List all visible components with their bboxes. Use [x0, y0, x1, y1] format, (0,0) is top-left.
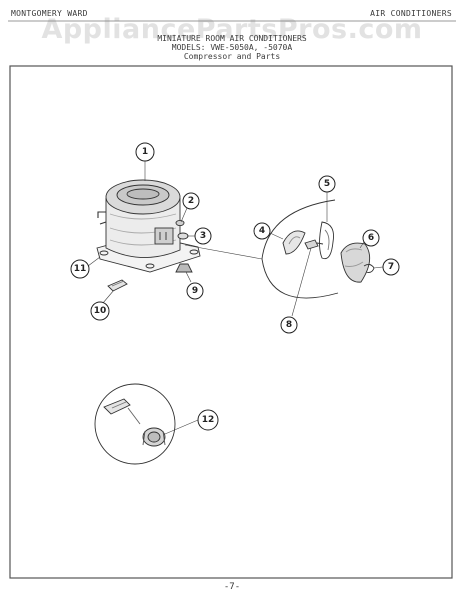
terminal-gasket [282, 230, 306, 255]
watermark: AppliancePartsPros.com [41, 14, 423, 45]
callout-7: 7 [388, 262, 394, 272]
terminal-stud [304, 239, 319, 250]
leader-to-exploded-view [184, 244, 263, 260]
exploded-terminal-view [261, 199, 375, 299]
callout-leaders [87, 161, 384, 435]
exploded-view-arc-top [261, 199, 336, 260]
callout-9-circle [186, 282, 204, 300]
terminal-spring-clip [319, 221, 334, 260]
mounting-grommet [175, 263, 193, 273]
callout-12-circle [197, 409, 219, 431]
callout-6: 6 [368, 233, 374, 243]
callout-6-circle [362, 229, 380, 247]
callout-2: 2 [188, 196, 194, 206]
terminal-box-cover [340, 242, 371, 283]
callout-11: 11 [74, 264, 87, 274]
callout-8-circle [280, 316, 298, 334]
base-hole-left [99, 250, 109, 256]
header-category: AIR CONDITIONERS [370, 9, 452, 18]
diagram-border [9, 65, 453, 579]
clip-washer [177, 232, 189, 240]
exploded-view-arc-bottom [261, 258, 339, 299]
callout-12: 12 [202, 415, 215, 425]
diagram-subtitle: Compressor and Parts [183, 52, 281, 61]
callout-11-circle [70, 259, 90, 279]
callout-10-circle [90, 301, 110, 321]
callout-4-circle [253, 222, 271, 240]
callout-10: 10 [94, 306, 107, 316]
compressor-assembly [96, 179, 201, 292]
capacitor-bracket [103, 398, 131, 415]
base-hole-front [145, 263, 155, 269]
terminal-cover [154, 227, 174, 245]
callout-3: 3 [200, 231, 206, 241]
callout-7-circle [382, 258, 400, 276]
callout-1-circle [135, 142, 155, 162]
callout-2-circle [182, 192, 200, 210]
capacitor-detail [94, 383, 176, 465]
terminal-nut [175, 219, 185, 227]
diagram-models: MODELS: VWE-5050A, -5070A [171, 43, 293, 52]
callout-1: 1 [142, 147, 148, 157]
header-brand: MONTGOMERY WARD [11, 9, 88, 18]
hold-down-clip [107, 279, 128, 292]
callout-5: 5 [324, 179, 330, 189]
callout-3-circle [194, 227, 212, 245]
callout-8: 8 [286, 320, 292, 330]
callout-4: 4 [259, 226, 265, 236]
base-hole-right [189, 249, 199, 255]
callout-9: 9 [192, 286, 198, 296]
diagram-title: MINIATURE ROOM AIR CONDITIONERS [157, 34, 307, 43]
page-number: -7- [224, 582, 240, 592]
callout-5-circle [318, 175, 336, 193]
capacitor-detail-circle [94, 383, 176, 465]
